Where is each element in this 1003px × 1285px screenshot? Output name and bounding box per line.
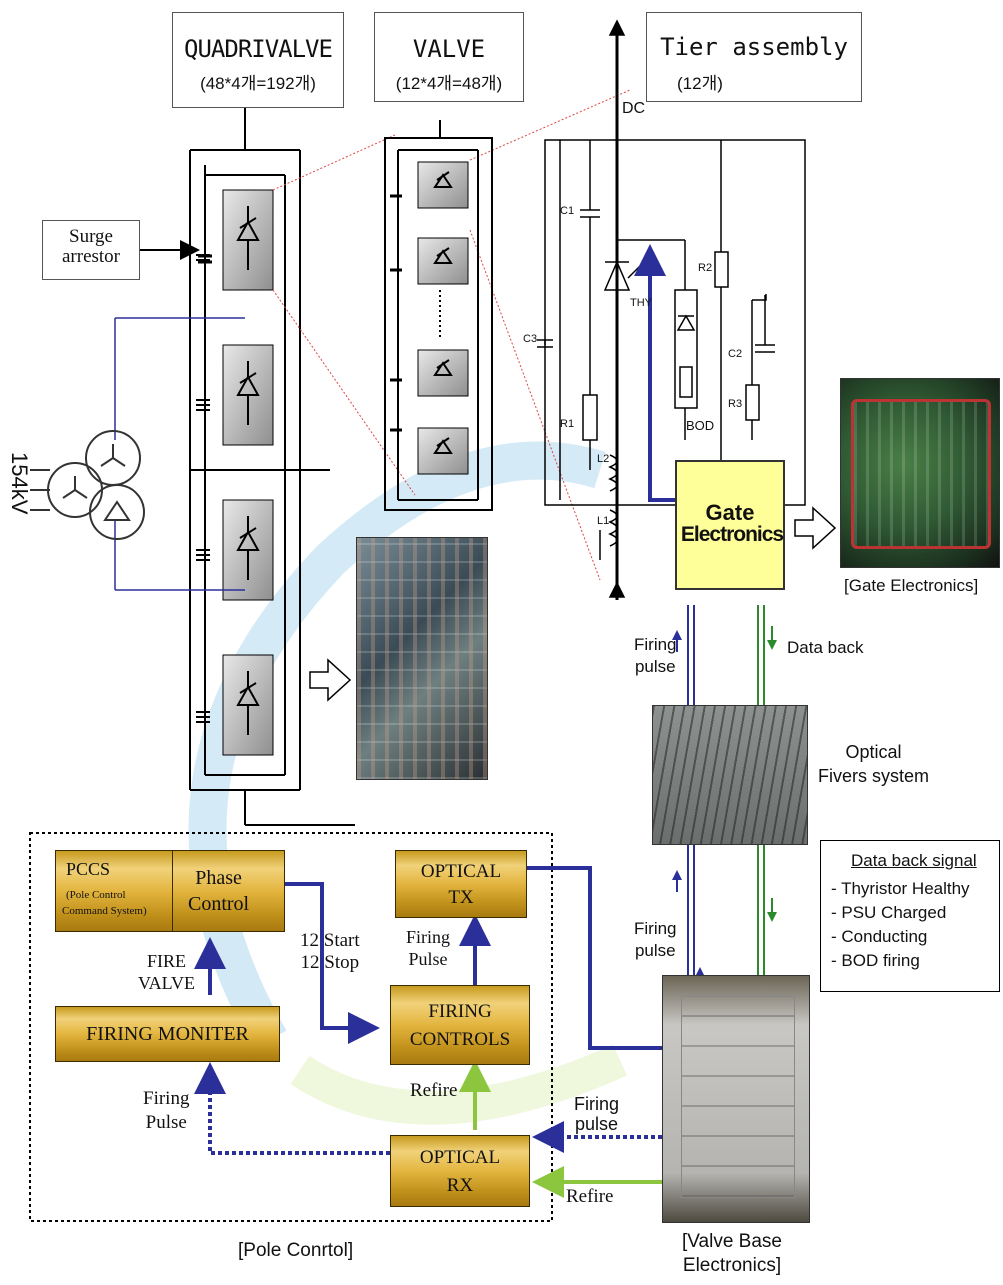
c2-label: C2 (728, 348, 742, 360)
l1-label: L1 (597, 515, 609, 527)
quadrivalve-title: QUADRIVALVE (173, 35, 343, 63)
gate-electronics-box: Gate Electronics (675, 460, 785, 590)
valve-header: VALVE (12*4개=48개) (374, 12, 524, 102)
firing-pulse-upper: Firing pulse (634, 634, 677, 678)
valve-title: VALVE (375, 35, 523, 63)
c3-label: C3 (523, 333, 537, 345)
bod-label: BOD (686, 418, 714, 433)
tier-count: (12개) (677, 69, 723, 94)
data-back-label: Data back (787, 638, 864, 658)
data-back-item-3: - Conducting (831, 927, 927, 947)
firing-pulse-low: Firing pulse (574, 1094, 619, 1134)
dc-label: DC (622, 100, 645, 118)
valve-base-photo (662, 975, 810, 1223)
firing-pulse-mid: Firing pulse (634, 918, 677, 962)
firing-pulse-inner-label: Firing Pulse (406, 926, 450, 970)
transformer (30, 318, 245, 590)
l2-label: L2 (597, 453, 609, 465)
valve-hall-photo (356, 537, 488, 780)
gate-line2: Electronics (671, 524, 793, 546)
pole-control-caption: [Pole Conrtol] (238, 1240, 353, 1262)
tier-title: Tier assembly (647, 33, 861, 61)
gate-photo-caption: [Gate Electronics] (844, 576, 978, 596)
voltage-label: 154kV (6, 452, 32, 514)
optical-rx-box: OPTICAL RX (390, 1135, 530, 1207)
firing-pulse-left-label: Firing Pulse (143, 1087, 189, 1135)
pccs-title: PCCS (66, 859, 110, 880)
r3-label: R3 (728, 398, 742, 410)
pccs-sub2: Command System) (62, 905, 147, 917)
firing-controls-label: FIRING CONTROLS (391, 998, 529, 1054)
thy-label: THY (630, 297, 652, 309)
data-back-item-2: - PSU Charged (831, 903, 946, 923)
firing-moniter-box: FIRING MONITER (55, 1006, 280, 1062)
optical-fibers-photo (652, 705, 808, 845)
gate-line1: Gate (677, 502, 783, 524)
gate-photo-arrow (795, 508, 835, 548)
firing-moniter-label: FIRING MONITER (56, 1023, 279, 1046)
r2-label: R2 (698, 262, 712, 274)
start-stop-label: 12 Start 12 Stop (300, 930, 360, 974)
c1-label: C1 (560, 205, 574, 217)
optical-tx-box: OPTICAL TX (395, 850, 527, 918)
r1-label: R1 (560, 418, 574, 430)
data-back-item-4: - BOD firing (831, 951, 920, 971)
fire-valve-label: FIRE VALVE (138, 950, 195, 994)
phase-control-label: Phase Control (188, 865, 249, 917)
data-back-box: Data back signal - Thyristor Healthy - P… (820, 840, 1000, 992)
data-back-title: Data back signal (851, 851, 977, 871)
surge-arrestor-label: Surge arrestor (43, 227, 139, 267)
refire-low: Refire (566, 1186, 613, 1208)
valve-base-caption: [Valve Base Electronics] (682, 1230, 782, 1278)
pccs-box: PCCS (Pole Control Command System) Phase… (55, 850, 285, 932)
optical-rx-label: OPTICAL RX (391, 1144, 529, 1200)
data-back-item-1: - Thyristor Healthy (831, 879, 970, 899)
quadrivalve-header: QUADRIVALVE (48*4개=192개) (172, 12, 344, 108)
valve-count: (12*4개=48개) (375, 69, 523, 94)
optical-caption: Optical Fivers system (818, 740, 929, 788)
gate-electronics-photo (840, 378, 1000, 568)
quadrivalve-modules (196, 190, 273, 755)
quadrivalve-count: (48*4개=192개) (173, 69, 343, 94)
refire-inner-label: Refire (410, 1080, 457, 1102)
surge-arrestor-box: Surge arrestor (42, 220, 140, 280)
pccs-sub1: (Pole Control (66, 889, 126, 901)
firing-controls-box: FIRING CONTROLS (390, 985, 530, 1065)
tier-header: Tier assembly (12개) (646, 12, 862, 102)
gate-trigger-arrow (650, 252, 675, 500)
valve-photo-arrow (310, 660, 350, 700)
optical-tx-label: OPTICAL TX (396, 859, 526, 911)
